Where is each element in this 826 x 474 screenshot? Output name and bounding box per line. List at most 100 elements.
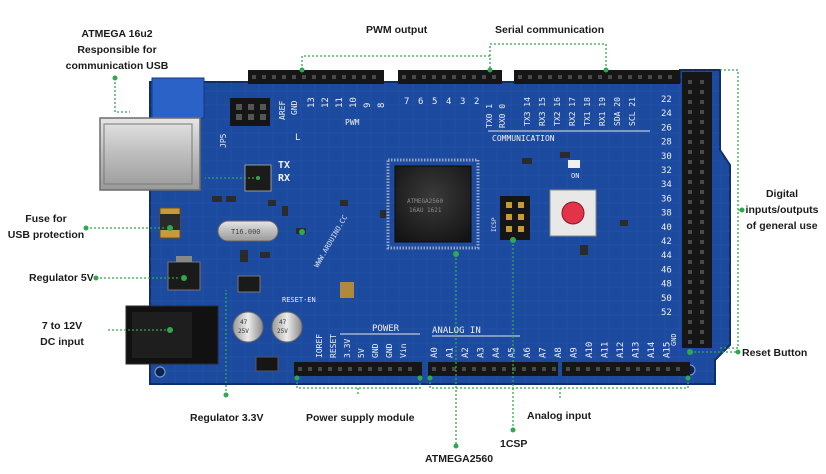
gnd-bottom-label: GND [670,333,678,346]
header-hole [628,75,632,79]
callout-line: inputs/outputs [745,204,819,216]
header-hole [408,367,412,371]
header-hole [542,367,546,371]
header-hole [700,330,704,334]
header-hole [700,130,704,134]
pin-label: 50 [661,294,672,304]
pin-label: A7 [539,347,549,358]
capacitor-2: 47 25V [271,311,303,343]
callout-line: Fuse for [25,213,67,225]
pin-label: 42 [661,237,672,247]
callout-line: DC input [40,336,84,348]
crystal-label: T16.000 [231,228,261,236]
pin-label: 38 [661,209,672,219]
header-hole [432,367,436,371]
jp5-label: JP5 [219,133,228,148]
header-hole [700,110,704,114]
pin-label: 52 [661,308,672,318]
header-hole [388,367,392,371]
usb-connector [99,117,201,191]
pin-label: 10 [349,97,359,108]
header-hole [518,75,522,79]
header-hole [688,280,692,284]
pin-label: TX2 16 [553,97,562,126]
fuse-body [160,214,180,230]
pin-label: 9 [363,103,373,108]
pin-label: A11 [601,342,611,358]
header-hole [462,367,466,371]
pin-label: 32 [661,166,672,176]
header-hole [700,140,704,144]
header-hole [700,90,704,94]
header-hole [688,180,692,184]
callout-fuse: Fuse for USB protection [4,211,88,243]
callout-atmega2560: ATMEGA2560 [425,453,494,465]
header-hole [700,240,704,244]
pin-label: 7 [404,97,409,107]
header-hole [700,200,704,204]
callout-digital: Digital inputs/outputs of general use [740,186,824,234]
header-hole [688,210,692,214]
icsp-label: ICSP [491,217,498,232]
header-hole [432,75,436,79]
header-hole [688,100,692,104]
header-hole [558,75,562,79]
header-hole [328,367,332,371]
header-hole [688,150,692,154]
header-hole [688,140,692,144]
jp5-pins [236,104,266,120]
pin-label: 4 [446,97,451,107]
header-hole [700,230,704,234]
pin-label: 11 [335,97,345,108]
header-hole [688,200,692,204]
callout-line: Digital [765,188,799,200]
header-hole [462,75,466,79]
header-hole [412,75,416,79]
right-header [682,72,712,348]
header-hole [312,75,316,79]
atmega2560-chip [394,165,472,243]
header-hole [700,310,704,314]
pin-label: A1 [446,347,456,358]
header-hole [700,180,704,184]
header-hole [626,367,630,371]
header-hole [700,280,704,284]
header-hole [452,367,456,371]
header-hole [292,75,296,79]
header-hole [298,367,302,371]
header-hole [576,367,580,371]
header-hole [666,367,670,371]
pin-label: A14 [647,342,657,358]
header-hole [402,75,406,79]
header-hole [578,75,582,79]
header-hole [656,367,660,371]
pin-label: GND [385,343,394,358]
header-hole [452,75,456,79]
pin-label: A2 [461,347,471,358]
callout-line: of general use [746,220,818,232]
header-hole [282,75,286,79]
header-hole [700,320,704,324]
pin-label: 5V [357,348,366,358]
callout-analog-input: Analog input [527,410,592,422]
reset-en-label: RESET-EN [282,296,316,304]
pin-label: TX3 14 [523,97,532,126]
pin-label: SDA 20 [613,97,622,126]
header-hole [688,240,692,244]
regulator-3v3 [237,275,261,293]
pin-label: 13 [307,97,317,108]
callout-line: 7 to 12V [41,320,83,332]
regulator-tab [176,256,192,262]
header-hole [552,367,556,371]
jp5-header [230,98,270,126]
pin-label: RESET [329,334,338,358]
header-hole [472,75,476,79]
header-hole [700,260,704,264]
header-hole [368,367,372,371]
callout-power-supply: Power supply module [306,412,415,424]
callout-dots [83,67,745,449]
header-hole [348,367,352,371]
